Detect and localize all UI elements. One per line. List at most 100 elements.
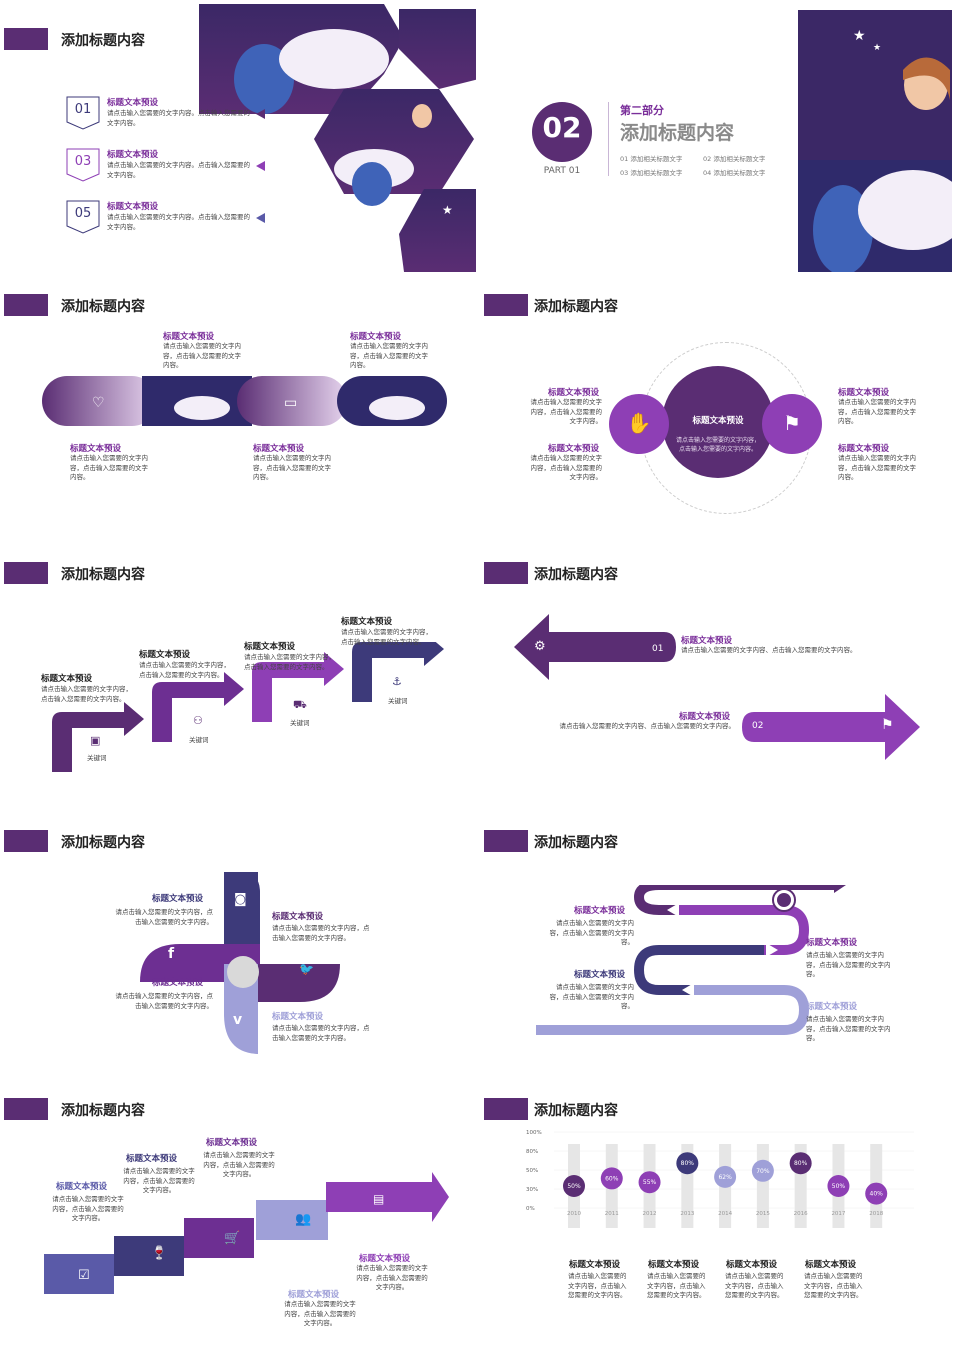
slide-6: 添加标题内容 ⚙ 01 标题文本预设 请点击输入您需要的文字内容、点击输入您需要…: [484, 562, 956, 830]
item-title: 标题文本预设: [838, 388, 890, 398]
part-title: 添加标题内容: [620, 122, 735, 144]
section-title: 添加标题内容: [61, 835, 145, 851]
step-text: 请点击输入您需要的文字内容，点击输入您需要的文字内容。: [341, 628, 432, 646]
part-number-circle: [532, 102, 592, 162]
item-title: 标题文本预设: [838, 444, 890, 454]
item-text: 请点击输入您需要的文字内容。点击输入您需要的文字内容。: [107, 161, 250, 179]
number-badge: [66, 148, 100, 182]
slide-9: 添加标题内容 ☑ 🍷 🛒 👥 ▤ 标题文本预设 请点击输入您需要的文字内容，点击…: [4, 1098, 476, 1366]
item-title: 标题文本预设: [574, 906, 626, 916]
data-label: 40%: [870, 1191, 884, 1198]
section-title: 添加标题内容: [534, 835, 618, 851]
signpost-icon: ⚑: [783, 411, 801, 435]
svg-text:★: ★: [873, 43, 881, 53]
toc-link[interactable]: 01 添加相关标题文字: [620, 155, 683, 163]
gear-icon: ⚙: [534, 639, 546, 654]
step-title: 标题文本预设: [341, 617, 393, 627]
center-title: 标题文本预设: [692, 416, 744, 426]
slide-8: 添加标题内容 标题文本预设 请点击输入您需要的文字内容，点击输入您需要的文字内容…: [484, 830, 956, 1098]
item-number: 03: [74, 154, 92, 169]
section-title: 添加标题内容: [534, 299, 618, 315]
data-point: [638, 1171, 661, 1194]
arrow-text: 请点击输入您需要的文字内容、点击输入您需要的文字内容。: [559, 722, 736, 730]
item-title: 标题文本预设: [569, 1260, 621, 1270]
x-tick-label: 2013: [680, 1211, 694, 1217]
slide-4: 添加标题内容 标题文本预设 请点击输入您需要的文字内容，点击输入您需要的文字内容…: [484, 294, 956, 562]
wine-glass-icon: 🍷: [151, 1246, 168, 1261]
step-title: 标题文本预设: [244, 642, 296, 652]
section-title: 添加标题内容: [534, 567, 618, 583]
item-title: 标题文本预设: [806, 938, 858, 948]
item-text: 请点击输入您需要的文字内容，点击输入您需要的文字内容。: [253, 454, 331, 481]
item-title: 标题文本预设: [70, 444, 122, 454]
item-text: 请点击输入您需要的文字内容，点击输入您需要的文字内容。: [115, 992, 214, 1010]
x-tick-label: 2011: [605, 1211, 619, 1217]
x-tick-label: 2012: [643, 1211, 657, 1217]
toc-link[interactable]: 03 添加相关标题文字: [620, 169, 683, 177]
item-text: 请点击输入您需要的文字内容，点击输入您需要的文字内容。: [284, 1300, 356, 1327]
data-label: 55%: [643, 1179, 657, 1186]
presentation-icon: ▤: [373, 1192, 385, 1206]
section-title: 添加标题内容: [61, 33, 145, 49]
handshake-icon: ✋: [626, 411, 652, 435]
x-tick-label: 2016: [794, 1211, 808, 1217]
slide-3: 添加标题内容 标题文本预设 请点击输入您需要的文字内容，点击输入您需要的文字内容…: [4, 294, 476, 562]
step-title: 标题文本预设: [41, 674, 93, 684]
item-text: 请点击输入您需要的文字内容，点击输入您需要的文字内容。: [272, 1024, 370, 1042]
clipboard-icon: ☑: [78, 1268, 90, 1283]
item-title: 标题文本预设: [648, 1260, 700, 1270]
header-bar: [484, 294, 528, 316]
item-number: 01: [74, 102, 92, 117]
hexagon-illustrations: ★: [199, 4, 476, 272]
data-point: [600, 1167, 623, 1190]
y-tick-label: 80%: [526, 1149, 538, 1155]
bubble-bar-chart: 100%80%50%30%0%50%201060%201155%201280%2…: [526, 1130, 914, 1228]
toc-link[interactable]: 02 添加相关标题文字: [703, 155, 766, 163]
capsule-band: ♡ ▭: [42, 376, 447, 426]
girl-illustration: ★ ★: [798, 10, 952, 272]
data-label: 60%: [605, 1175, 619, 1182]
data-label: 50%: [832, 1183, 846, 1190]
header-bar: [484, 830, 528, 852]
item-title: 标题文本预设: [288, 1290, 340, 1300]
item-text: 请点击输入您需要的文字内容，点击输入您需要的文字内容。: [549, 983, 635, 1010]
part-subtitle: 第二部分: [620, 104, 664, 117]
x-tick-label: 2010: [567, 1211, 581, 1217]
arrow-title: 标题文本预设: [681, 636, 733, 646]
item-title: 标题文本预设: [126, 1154, 178, 1164]
item-title: 标题文本预设: [548, 444, 600, 454]
item-title: 标题文本预设: [253, 444, 305, 454]
data-point: [827, 1175, 850, 1197]
item-text: 请点击输入您需要的文字内容，点击输入您需要的文字内容。: [163, 342, 241, 369]
item-text: 请点击输入您需要的文字内容，点击输入您需要的文字内容。: [115, 908, 214, 926]
data-point: [714, 1165, 737, 1188]
item-text: 请点击输入您需要的文字内容，点击输入您需要的文字内容。: [806, 1015, 891, 1042]
item-title: 标题文本预设: [272, 1012, 324, 1022]
section-title: 添加标题内容: [61, 299, 145, 315]
svg-text:▭: ▭: [284, 395, 297, 411]
data-point: [676, 1152, 699, 1175]
data-label: 80%: [681, 1160, 695, 1167]
item-title: 标题文本预设: [574, 970, 626, 980]
step-title: 标题文本预设: [139, 650, 191, 660]
item-text: 请点击输入您需要的文字内容，点击输入您需要的文字内容。: [530, 454, 603, 481]
x-tick-label: 2015: [756, 1211, 770, 1217]
item-title: 标题文本预设: [152, 894, 204, 904]
item-title: 标题文本预设: [272, 912, 324, 922]
y-tick-label: 50%: [526, 1168, 538, 1174]
cart-icon: 🛒: [224, 1231, 241, 1246]
center-text: 请点击输入您需要的文字内容，点击输入您需要的文字内容。: [675, 437, 760, 453]
item-text: 请点击输入您需要的文字内容，点击输入您需要的文字内容。: [123, 1167, 195, 1194]
toc-link[interactable]: 04 添加相关标题文字: [703, 169, 766, 177]
data-point: [563, 1175, 585, 1197]
header-bar: [484, 562, 528, 584]
header-bar: [484, 1098, 528, 1120]
step-arrows: [52, 642, 444, 772]
item-text: 请点击输入您需要的文字内容，点击输入您需要的文字内容。: [272, 924, 370, 942]
header-bar: [4, 28, 48, 50]
item-title: 标题文本预设: [350, 332, 402, 342]
item-title: 标题文本预设: [206, 1138, 258, 1148]
network-icon: ⚇: [193, 714, 203, 727]
y-tick-label: 30%: [526, 1187, 538, 1193]
